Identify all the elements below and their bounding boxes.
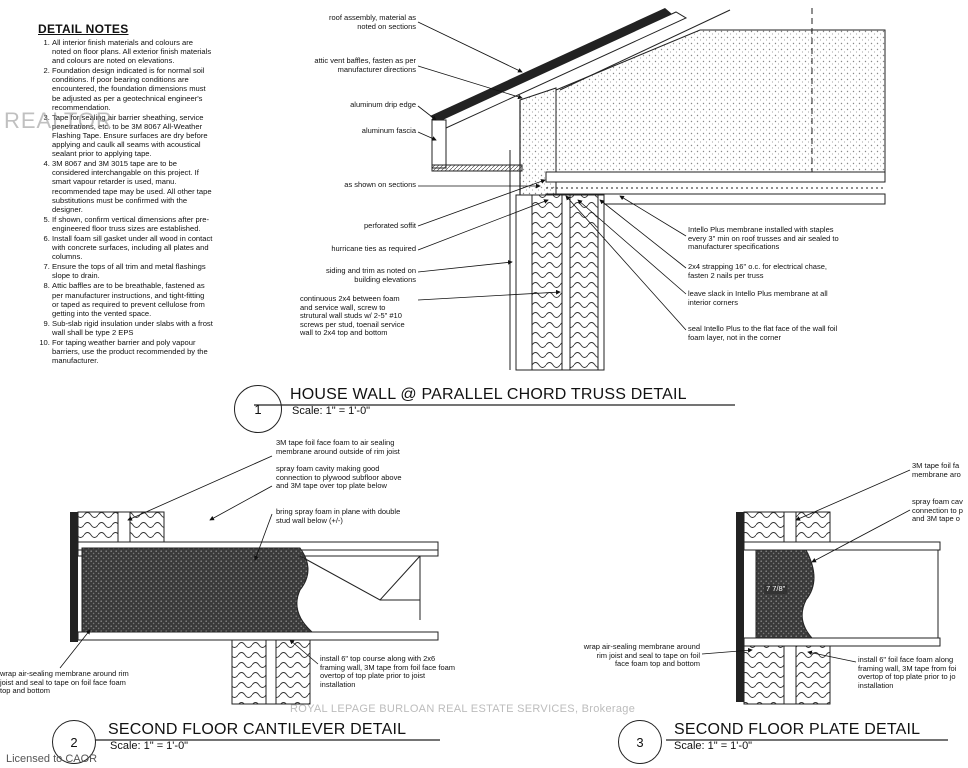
detail-2-scale: Scale: 1" = 1'-0" bbox=[110, 740, 189, 752]
detail-3-scale: Scale: 1" = 1'-0" bbox=[674, 740, 753, 752]
note-item: Install foam sill gasket under all wood … bbox=[52, 234, 213, 261]
license-text: Licensed to CAOR bbox=[6, 753, 98, 765]
label-seal-intello: seal Intello Plus to the flat face of th… bbox=[688, 324, 838, 342]
detail-1-drawing bbox=[254, 8, 886, 406]
brokerage-watermark: ROYAL LEPAGE BURLOAN REAL ESTATE SERVICE… bbox=[290, 703, 636, 715]
detail-1-scale: Scale: 1" = 1'-0" bbox=[292, 405, 371, 417]
label-soffit: perforated soffit bbox=[364, 221, 416, 230]
note-item: All interior finish materials and colour… bbox=[52, 38, 213, 65]
label-spray-foam-cavity: spray foam cavity making good connection… bbox=[276, 464, 402, 491]
detail-2-title: SECOND FLOOR CANTILEVER DETAIL bbox=[108, 721, 407, 738]
detail-1-title: HOUSE WALL @ PARALLEL CHORD TRUSS DETAIL bbox=[290, 386, 687, 403]
label-spray-foam-partial: spray foam cav connection to p and 3M ta… bbox=[912, 498, 963, 524]
label-3m-tape-foil: 3M tape foil face foam to air sealing me… bbox=[276, 438, 400, 456]
label-leave-slack: leave slack in Intello Plus membrane at … bbox=[688, 289, 828, 307]
label-3m-tape-foil-partial: 3M tape foil fa membrane aro bbox=[912, 462, 961, 479]
label-fascia: aluminum fascia bbox=[361, 126, 416, 135]
detail-3-drawing bbox=[666, 469, 948, 741]
label-roof-assembly: roof assembly, material as noted on sect… bbox=[329, 13, 416, 31]
label-hurricane-ties: hurricane ties as required bbox=[331, 244, 416, 253]
label-attic-vent-baffles: attic vent baffles, fasten as per manufa… bbox=[314, 56, 416, 74]
detail-3-number: 3 bbox=[618, 720, 662, 764]
detail-2-drawing bbox=[59, 455, 440, 741]
notes-heading: DETAIL NOTES bbox=[38, 22, 129, 36]
label-wrap-membrane-3: wrap air-sealing membrane around rim joi… bbox=[583, 642, 700, 669]
detail-3-title: SECOND FLOOR PLATE DETAIL bbox=[674, 721, 921, 738]
note-item: Foundation design indicated is for norma… bbox=[52, 66, 213, 111]
detail-1-number: 1 bbox=[234, 385, 282, 433]
label-drip-edge: aluminum drip edge bbox=[350, 100, 416, 109]
dimension-label: 7 7/8" bbox=[764, 584, 788, 594]
note-item: Ensure the tops of all trim and metal fl… bbox=[52, 262, 213, 280]
label-bring-spray-foam: bring spray foam in plane with double st… bbox=[276, 507, 401, 525]
label-siding: siding and trim as noted on building ele… bbox=[325, 266, 416, 284]
label-install-foil-foam: install 6" foil face foam along framing … bbox=[858, 656, 957, 690]
note-item: If shown, confirm vertical dimensions af… bbox=[52, 215, 213, 233]
detail-2-number: 2 bbox=[52, 720, 96, 764]
note-item: 3M 8067 and 3M 3015 tape are to be consi… bbox=[52, 159, 213, 214]
label-strapping: 2x4 strapping 16" o.c. for electrical ch… bbox=[688, 262, 827, 280]
label-intello-membrane: Intello Plus membrane installed with sta… bbox=[688, 225, 839, 252]
notes-list: All interior finish materials and colour… bbox=[38, 38, 213, 365]
detail-notes: DETAIL NOTES All interior finish materia… bbox=[38, 22, 213, 366]
label-continuous-2x4: continuous 2x4 between foam and service … bbox=[300, 294, 405, 338]
note-item: For taping weather barrier and poly vapo… bbox=[52, 338, 213, 365]
note-item: Sub-slab rigid insulation under slabs wi… bbox=[52, 319, 213, 337]
label-install-top-course: install 6" top course along with 2x6 fra… bbox=[320, 654, 456, 689]
label-wrap-membrane: wrap air-sealing membrane around rim joi… bbox=[0, 669, 129, 696]
note-item: Tape for sealing air barrier sheathing, … bbox=[52, 113, 213, 158]
realtor-watermark: REALTOR bbox=[4, 108, 113, 133]
label-as-shown: as shown on sections bbox=[344, 180, 416, 189]
note-item: Attic baffles are to be breathable, fast… bbox=[52, 281, 213, 317]
